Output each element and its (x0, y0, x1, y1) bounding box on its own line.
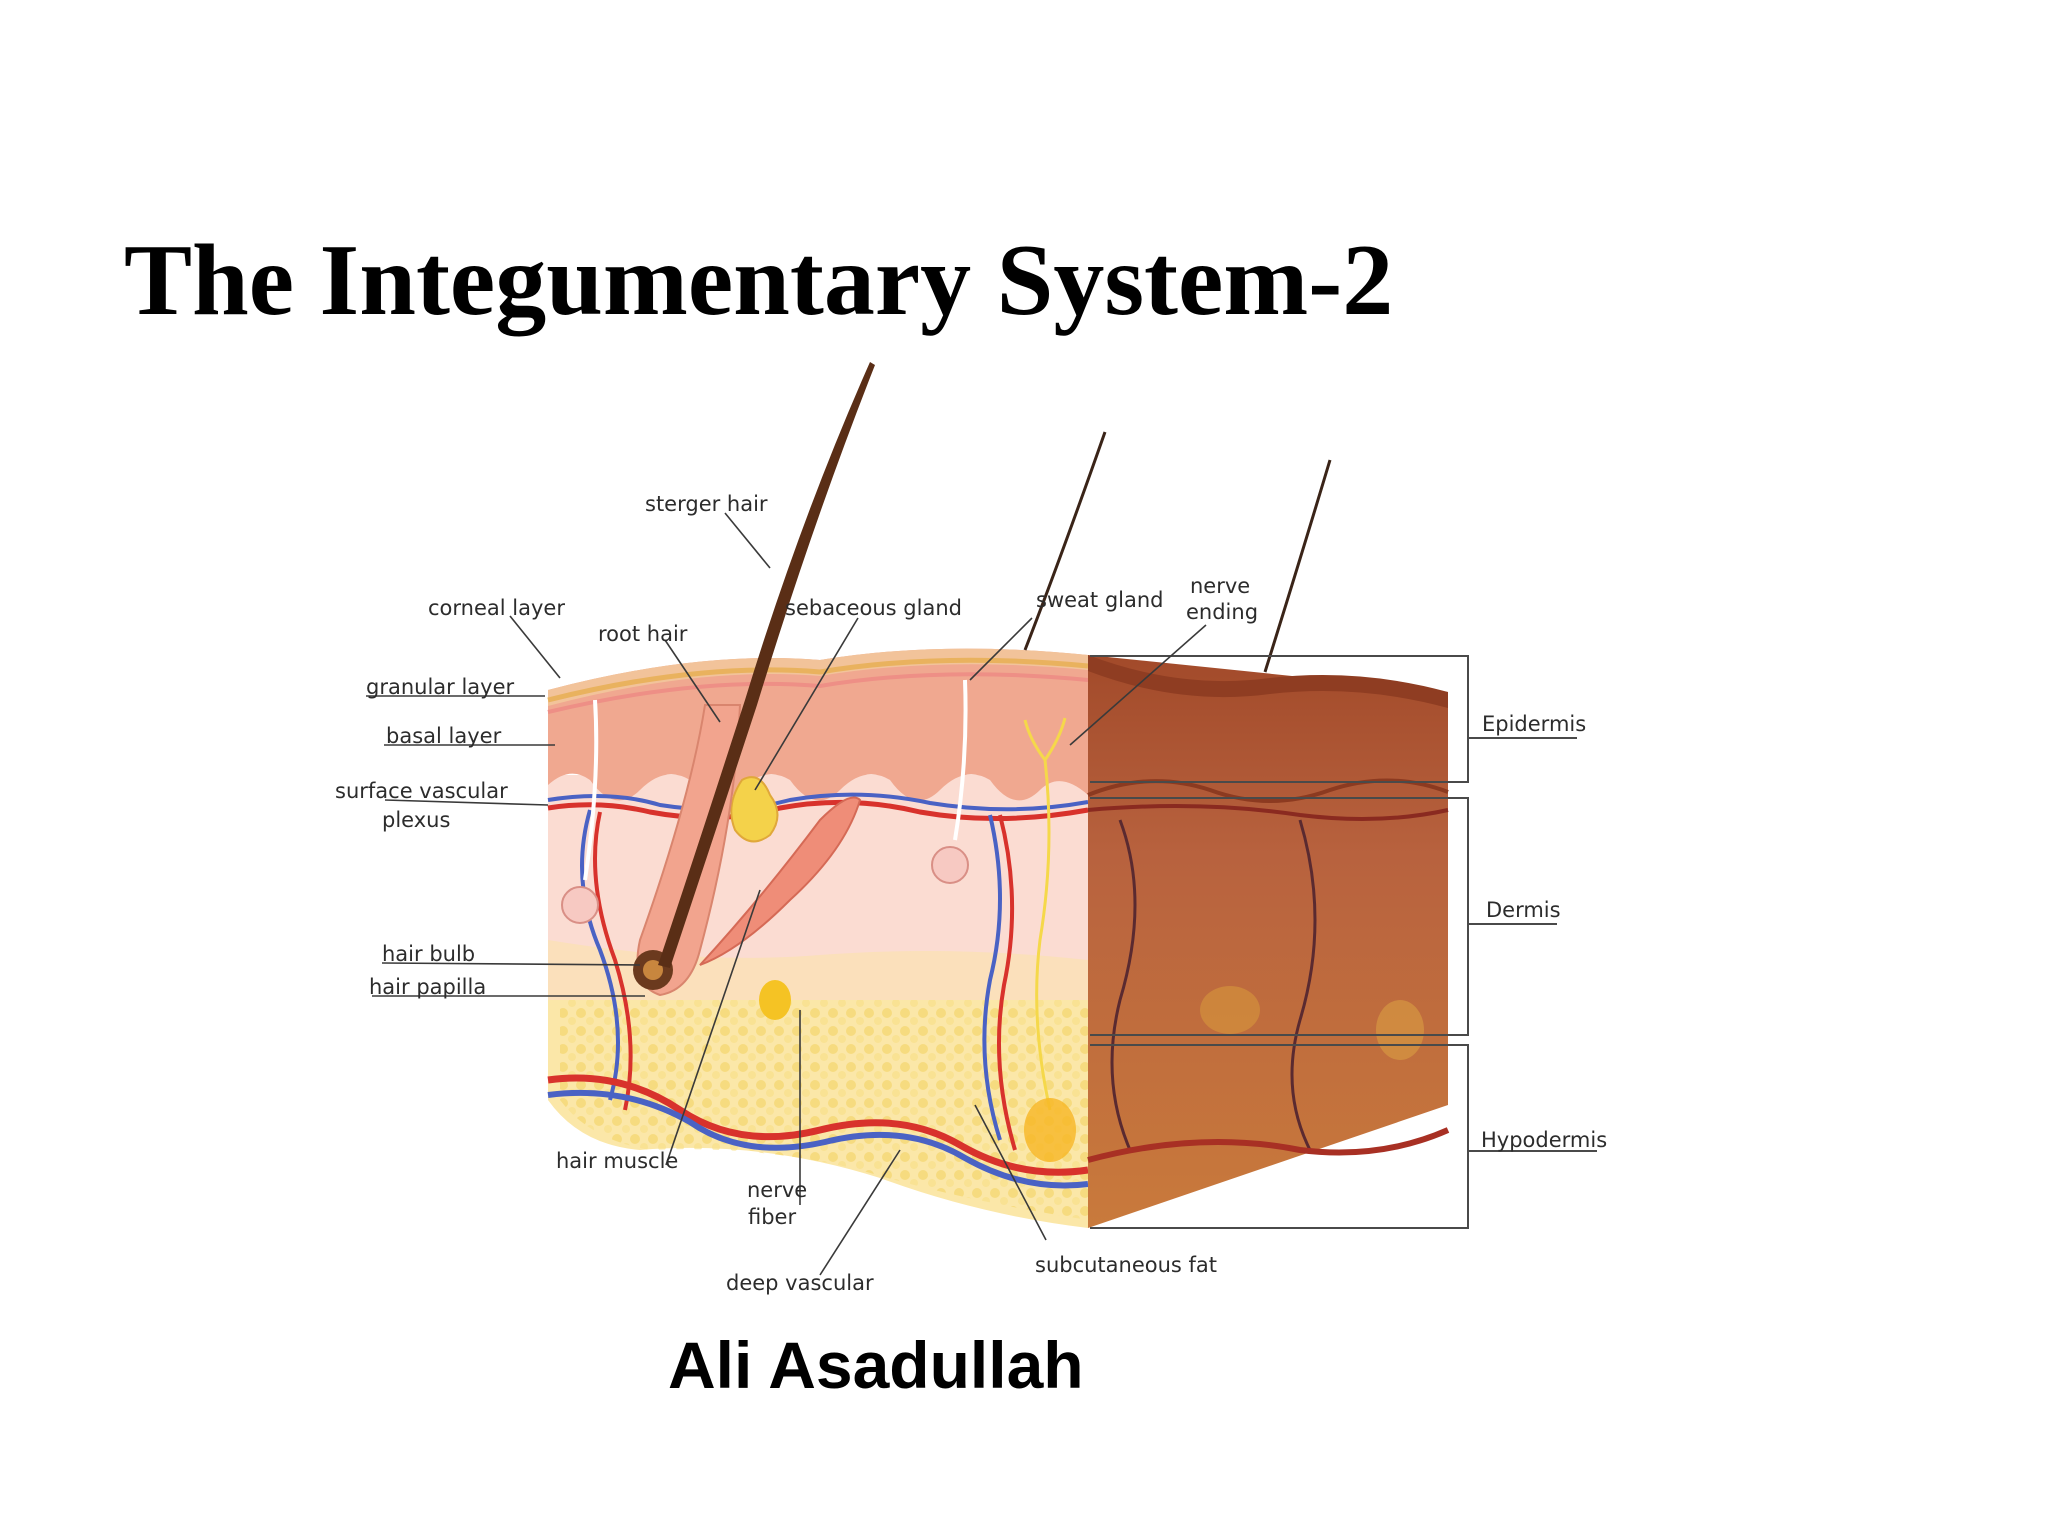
label-nerve-fiber-line1: nerve (747, 1178, 807, 1202)
label-epidermis: Epidermis (1482, 712, 1586, 736)
label-hair-muscle: hair muscle (556, 1149, 678, 1173)
layer-brackets (1090, 655, 1597, 1229)
surface-plexus-vein (547, 792, 1089, 812)
leader-lines (366, 512, 1207, 1276)
label-corneal-layer: corneal layer (428, 596, 565, 620)
label-sebaceous-gland: sebaceous gland (785, 596, 962, 620)
label-dermis: Dermis (1486, 898, 1561, 922)
label-sterger-hair: sterger hair (645, 492, 768, 516)
side-face (1087, 459, 1450, 1228)
label-nerve-ending-line1: nerve (1190, 574, 1250, 598)
hair-muscle (699, 796, 862, 966)
label-nerve-ending-line2: ending (1186, 600, 1258, 624)
label-granular-layer: granular layer (366, 675, 515, 699)
deep-vascular-artery (547, 1074, 1089, 1176)
hair-shaft-2 (1023, 431, 1107, 651)
sweat-gland-left (561, 699, 599, 924)
sterger-hair-shaft (658, 362, 875, 968)
deep-vascular-vein (547, 1089, 1089, 1189)
hair-follicle (636, 704, 742, 997)
label-root-hair: root hair (598, 622, 688, 646)
author-name: Ali Asadullah (668, 1328, 1084, 1402)
label-surface-vascular-plexus-line1: surface vascular (335, 779, 508, 803)
label-surface-vascular-plexus-line2: plexus (382, 808, 450, 832)
label-subcutaneous-fat: subcutaneous fat (1035, 1253, 1217, 1277)
slide-title: The Integumentary System-2 (124, 224, 1394, 337)
label-hair-papilla: hair papilla (369, 975, 486, 999)
sweat-gland-mid (931, 679, 969, 884)
nerve-fiber (1035, 759, 1052, 1111)
label-nerve-fiber-line2: fiber (748, 1205, 796, 1229)
label-sweat-gland: sweat gland (1036, 588, 1164, 612)
surface-plexus-artery (547, 799, 1089, 821)
label-hypodermis: Hypodermis (1481, 1128, 1607, 1152)
sebaceous-gland (730, 776, 779, 843)
diagram-labels: sterger hair corneal layer root hair seb… (335, 492, 1607, 1295)
front-face (547, 362, 1107, 1228)
label-basal-layer: basal layer (386, 724, 502, 748)
label-deep-vascular: deep vascular (726, 1271, 874, 1295)
label-hair-bulb: hair bulb (382, 942, 475, 966)
